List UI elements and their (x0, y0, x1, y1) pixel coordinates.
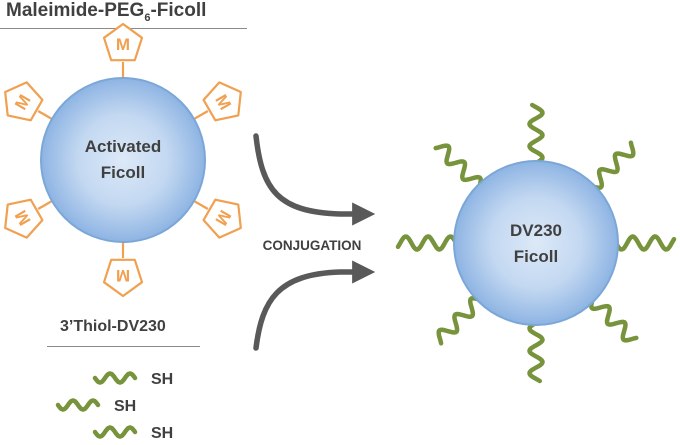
thiol-oligo: SH (92, 371, 173, 388)
maleimide-linker (37, 200, 53, 210)
conjugated-oligo (527, 102, 545, 166)
maleimide-ring (4, 81, 44, 122)
maleimide-group: M (193, 198, 242, 239)
maleimide-ring (102, 258, 144, 298)
oligo-strand (92, 371, 138, 385)
reagent-heading-rule (47, 346, 200, 347)
conjugation-label: CONJUGATION (263, 238, 362, 253)
maleimide-group: M (4, 198, 53, 239)
conjugated-oligos (395, 102, 677, 384)
maleimide-letter: M (116, 266, 130, 285)
dv230-ficoll-bead: DV230 Ficoll (395, 102, 677, 384)
thiol-oligo: SH (55, 398, 136, 415)
maleimide-linker (193, 110, 209, 120)
oligo-strand (55, 398, 101, 412)
maleimide-ring (202, 81, 242, 122)
maleimide-groups: M M M M M M (4, 22, 242, 298)
maleimide-group: M (102, 242, 144, 298)
maleimide-ring (102, 22, 144, 62)
conjugated-oligo (527, 320, 545, 384)
thiol-sh-label: SH (151, 425, 173, 442)
oligo-strand (92, 425, 138, 439)
conjugated-oligo (395, 234, 459, 252)
conjugated-oligo (613, 234, 677, 252)
maleimide-ring (202, 198, 242, 239)
thiol-sh-label: SH (114, 398, 136, 415)
activated-bead-arrow (253, 133, 376, 226)
conjugated-oligo (433, 143, 484, 189)
product-bead-label-line2: Ficoll (514, 247, 558, 266)
maleimide-group: M (102, 22, 144, 78)
maleimide-group: M (4, 81, 53, 122)
maleimide-letter: M (116, 35, 130, 54)
thiol-sh-label: SH (151, 371, 173, 388)
product-bead-circle (453, 160, 619, 326)
maleimide-linker (37, 110, 53, 120)
maleimide-group: M (193, 81, 242, 122)
activated-ficoll-bead: M M M M M M Activated Ficoll (4, 22, 242, 298)
conjugated-oligo (436, 295, 482, 346)
activated-bead-label-line2: Ficoll (101, 163, 145, 182)
maleimide-ring (4, 198, 44, 239)
product-bead-label-line1: DV230 (510, 221, 562, 240)
reagent-heading: 3’Thiol-DV230 (60, 318, 166, 335)
conjugated-oligo (588, 297, 639, 343)
top-heading-subscript: 6 (144, 11, 151, 24)
top-heading: Maleimide-PEG6-Ficoll (6, 0, 206, 24)
thiol-oligo-arrow (253, 260, 376, 351)
activated-bead-circle (40, 77, 206, 243)
activated-bead-label-line1: Activated (85, 137, 162, 156)
conjugated-oligo (590, 140, 636, 191)
maleimide-linker (193, 200, 209, 210)
thiol-oligo: SH (92, 425, 173, 442)
thiol-oligo-list: SH SH SH (55, 371, 173, 442)
top-heading-main: Maleimide-PEG (6, 0, 145, 21)
top-heading-suffix: -Ficoll (150, 0, 207, 21)
